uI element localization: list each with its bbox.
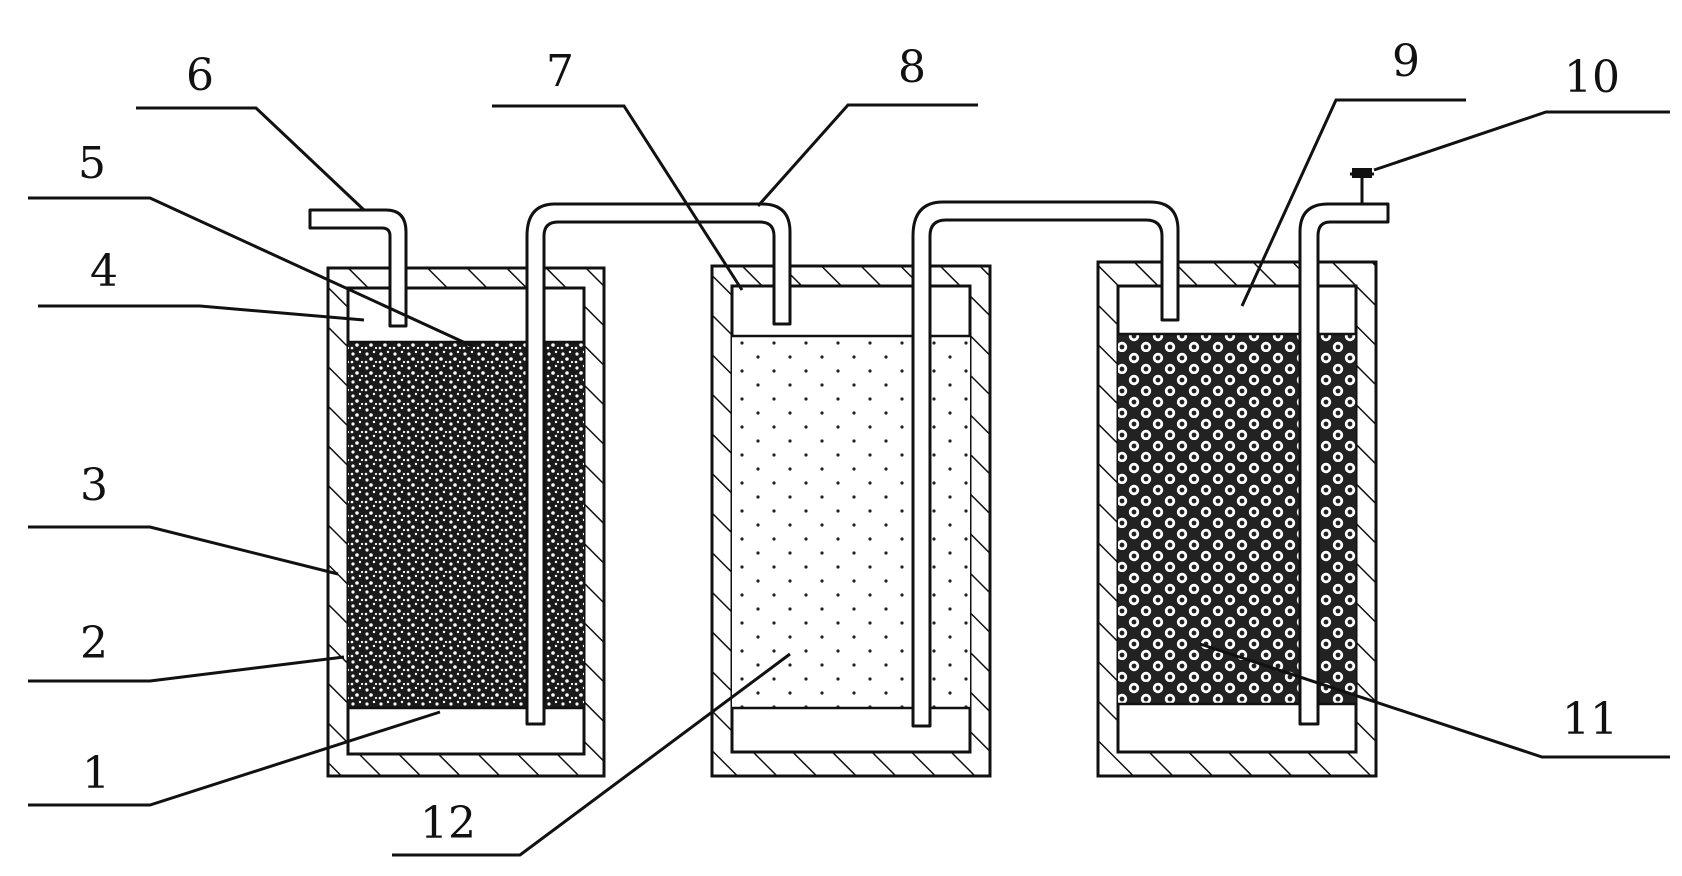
label-4: 4 [90,246,118,297]
inlet-pipe [308,208,408,328]
label-7: 7 [546,46,574,97]
label-5: 5 [78,138,106,189]
label-3: 3 [80,460,108,511]
connector-pipe-1-2 [525,202,792,726]
label-2: 2 [80,618,108,669]
connector-pipe-2-3 [911,200,1180,728]
vessel-left-media [348,342,584,708]
label-1: 1 [82,748,110,799]
vessel-right [1096,260,1378,778]
label-10: 10 [1564,52,1620,103]
valve-icon [1350,168,1374,204]
vessel-middle [710,264,992,778]
label-9: 9 [1392,36,1420,87]
label-8: 8 [898,42,926,93]
label-12: 12 [420,798,476,849]
outlet-pipe [1298,202,1390,726]
leader-lines [28,98,1670,857]
label-6: 6 [186,50,214,101]
label-11: 11 [1562,694,1618,745]
vessel-right-packing [1118,334,1356,704]
vessel-middle-liquid [732,336,970,708]
